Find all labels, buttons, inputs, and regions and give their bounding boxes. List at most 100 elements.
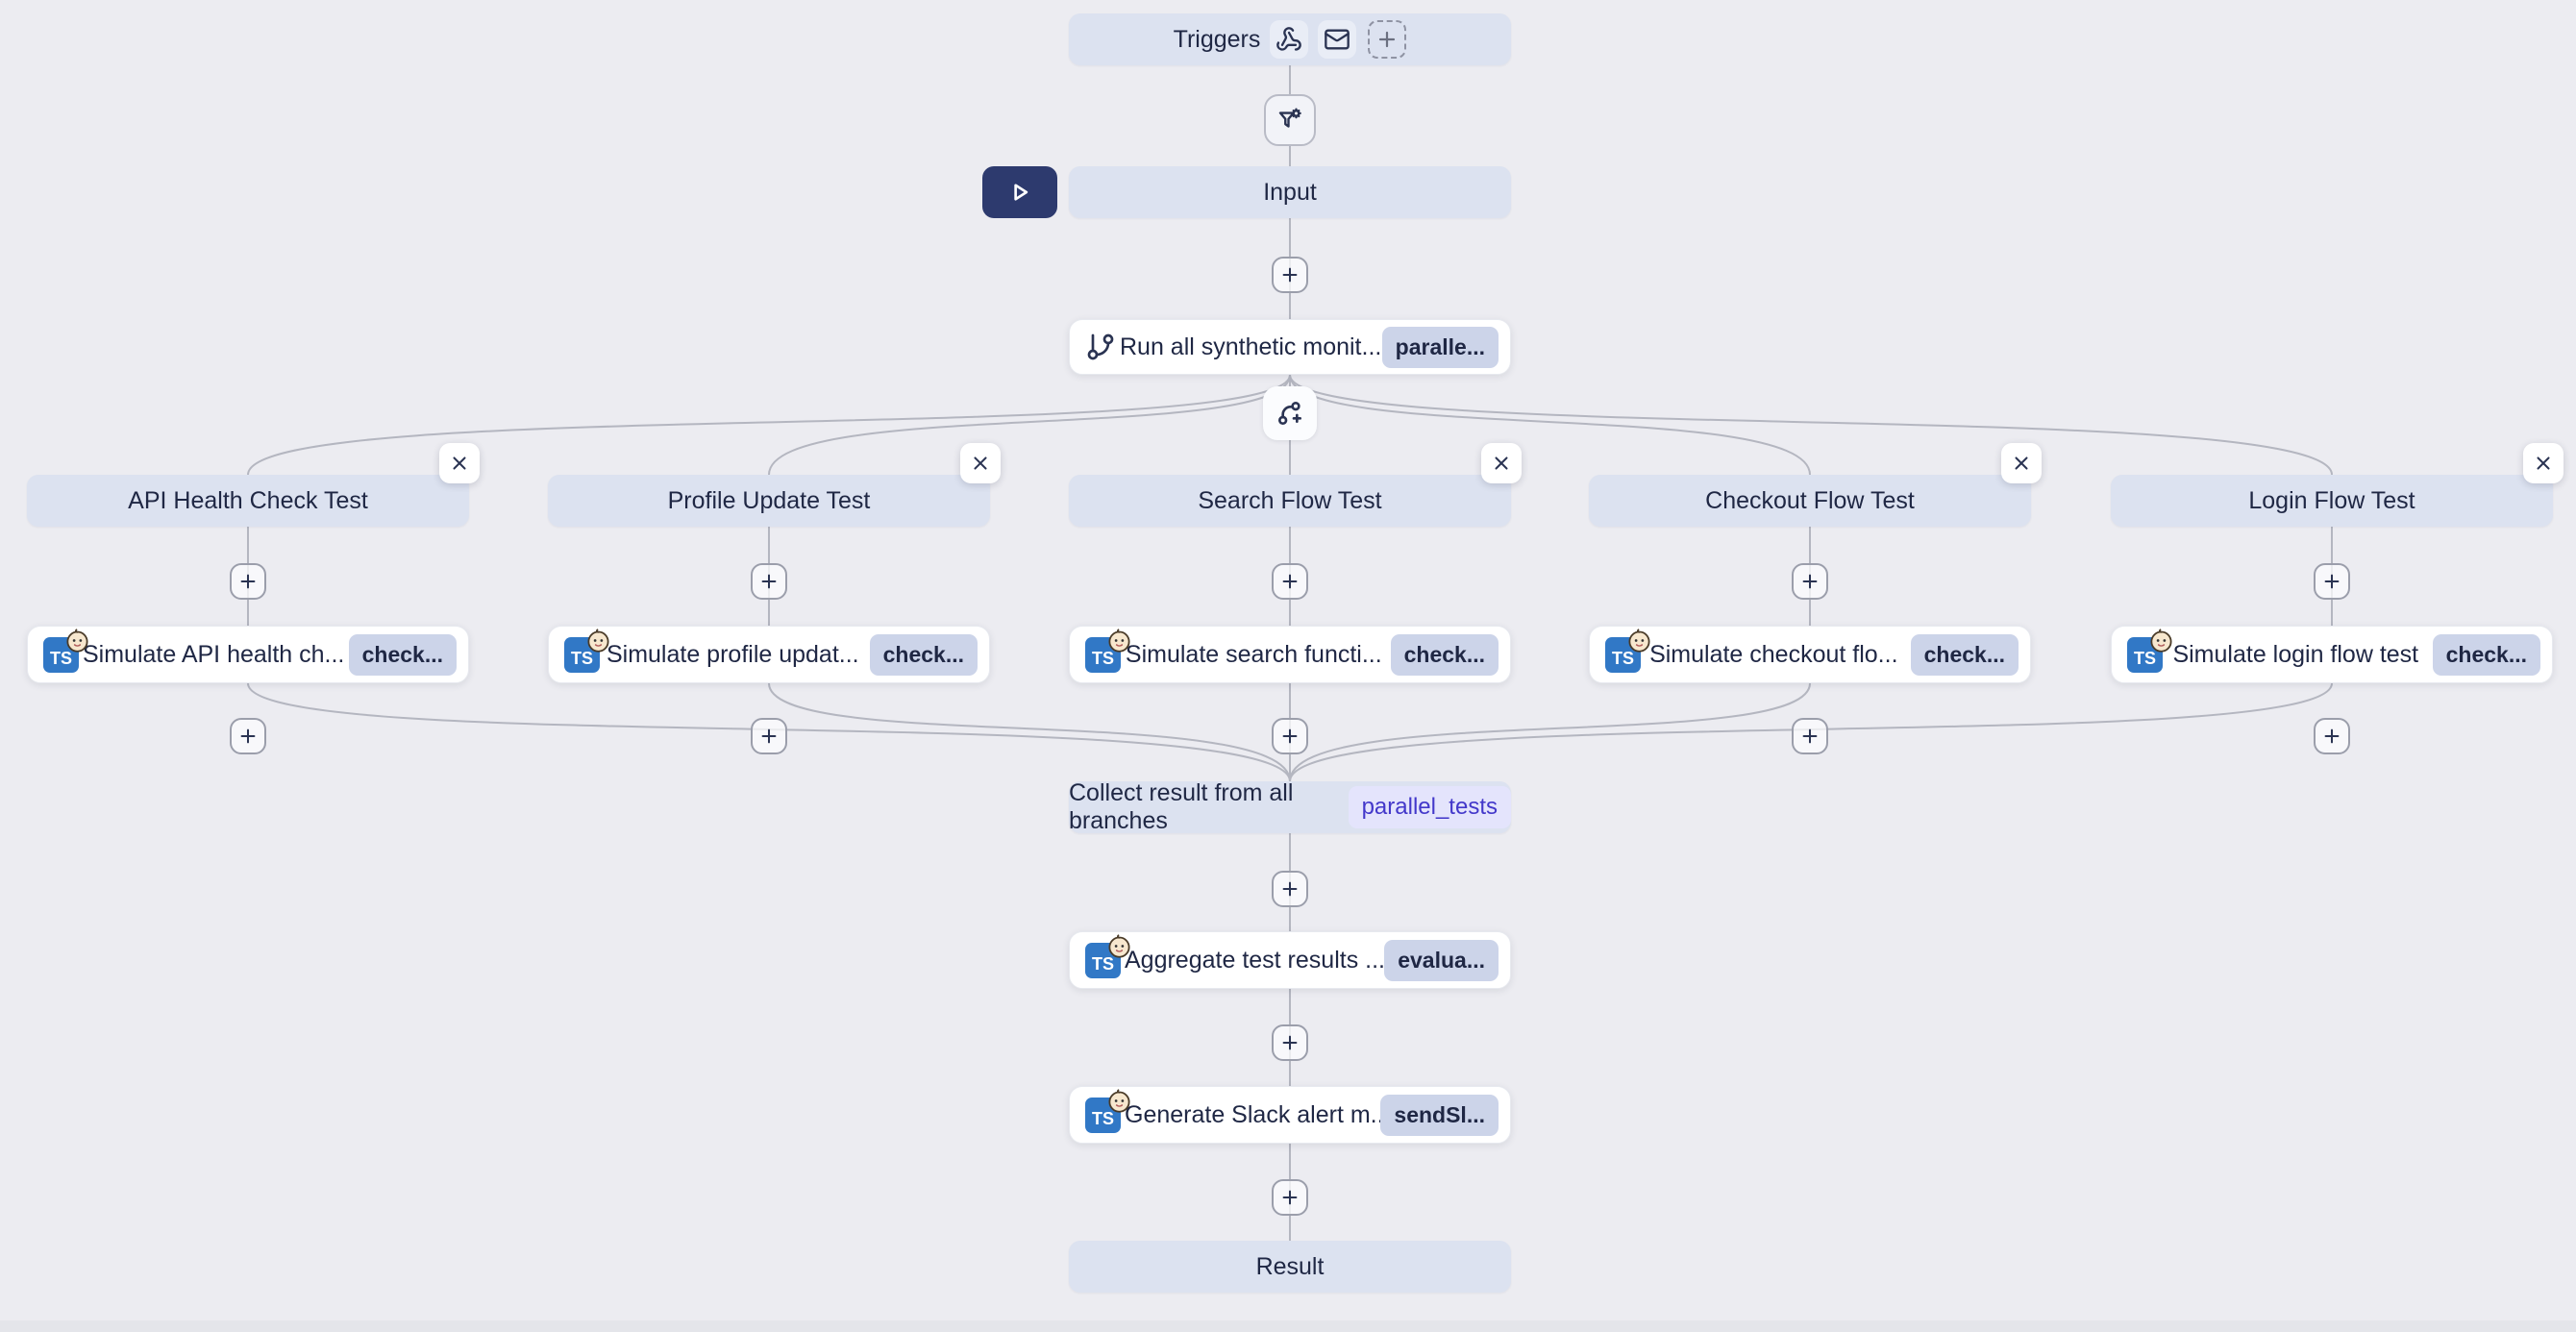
- add-step-button-before-result[interactable]: [1272, 1179, 1308, 1216]
- plus-icon: [2324, 728, 2340, 744]
- canvas-bottom-edge: [0, 1320, 2576, 1332]
- plus-icon: [2324, 574, 2340, 589]
- task-card-profile-update[interactable]: TS Simulate profile updat... check...: [548, 626, 990, 683]
- add-branch-button[interactable]: [1263, 386, 1317, 440]
- close-icon: [974, 456, 987, 470]
- ts-text: TS: [1091, 648, 1114, 668]
- task-badge: check...: [1390, 633, 1499, 676]
- add-step-button-after-aggregate[interactable]: [1272, 1024, 1308, 1061]
- run-workflow-button[interactable]: [982, 166, 1057, 218]
- task-label: Simulate checkout flo...: [1649, 640, 1898, 668]
- task-card-checkout-flow[interactable]: TS Simulate checkout flo... check...: [1589, 626, 2031, 683]
- typescript-icon: TS: [1085, 628, 1130, 673]
- branch-add-step-button-3[interactable]: [1272, 563, 1308, 600]
- branch-header-profile-update[interactable]: Profile Update Test: [548, 475, 990, 527]
- ts-text: TS: [570, 648, 593, 668]
- task-card-api-health[interactable]: TS Simulate API health ch... check...: [27, 626, 469, 683]
- branch-title: Search Flow Test: [1198, 486, 1382, 514]
- ts-text: TS: [1611, 648, 1634, 668]
- input-node[interactable]: Input: [1069, 166, 1511, 218]
- plus-icon: [1282, 574, 1298, 589]
- baby-icon: [1628, 628, 1650, 653]
- branch-add-step-below-5[interactable]: [2314, 718, 2350, 754]
- branch-add-step-button-1[interactable]: [230, 563, 266, 600]
- typescript-icon: TS: [2127, 628, 2172, 673]
- filter-settings-button[interactable]: [1264, 94, 1316, 146]
- plus-icon: [1282, 728, 1298, 744]
- branch-add-step-button-5[interactable]: [2314, 563, 2350, 600]
- collect-node[interactable]: Collect result from all branches paralle…: [1069, 779, 1511, 834]
- aggregate-step-label: Aggregate test results ...: [1125, 946, 1385, 974]
- aggregate-step-card[interactable]: TS Aggregate test results ... evalua...: [1069, 931, 1511, 989]
- run-step-card[interactable]: Run all synthetic monit... paralle...: [1069, 319, 1511, 375]
- ts-text: TS: [2133, 648, 2156, 668]
- add-trigger-button[interactable]: [1368, 20, 1407, 59]
- task-label: Simulate profile updat...: [606, 640, 859, 668]
- baby-icon: [1108, 628, 1130, 653]
- task-label: Simulate API health ch...: [83, 640, 345, 668]
- close-branch-button-3[interactable]: [1481, 443, 1522, 483]
- triggers-label: Triggers: [1173, 25, 1261, 53]
- close-icon: [1495, 456, 1508, 470]
- branch-add-step-below-2[interactable]: [751, 718, 787, 754]
- plus-icon: [761, 574, 777, 589]
- webhook-trigger-button[interactable]: [1270, 20, 1309, 59]
- task-badge: check...: [1910, 633, 2019, 676]
- branch-add-step-button-2[interactable]: [751, 563, 787, 600]
- result-node[interactable]: Result: [1069, 1241, 1511, 1293]
- task-card-login-flow[interactable]: TS Simulate login flow test check...: [2111, 626, 2553, 683]
- mail-icon: [1325, 29, 1350, 50]
- close-branch-button-2[interactable]: [960, 443, 1001, 483]
- branch-header-login-flow[interactable]: Login Flow Test: [2111, 475, 2553, 527]
- close-branch-button-5[interactable]: [2523, 443, 2564, 483]
- typescript-icon: TS: [564, 628, 609, 673]
- plus-icon: [240, 728, 256, 744]
- close-branch-button-4[interactable]: [2001, 443, 2042, 483]
- typescript-icon: TS: [1085, 933, 1130, 978]
- close-branch-button-1[interactable]: [439, 443, 480, 483]
- task-badge: check...: [2432, 633, 2540, 676]
- plus-icon: [1282, 1190, 1298, 1205]
- close-icon: [453, 456, 466, 470]
- baby-icon: [1108, 933, 1130, 958]
- add-trigger-plus-icon: [1379, 31, 1396, 48]
- plus-icon: [761, 728, 777, 744]
- play-icon: [1014, 184, 1028, 201]
- slack-step-card[interactable]: TS Generate Slack alert m... sendSl...: [1069, 1086, 1511, 1144]
- aggregate-step-badge: evalua...: [1384, 939, 1499, 981]
- branch-add-step-button-4[interactable]: [1792, 563, 1828, 600]
- close-icon: [2015, 456, 2028, 470]
- ts-text: TS: [1091, 953, 1114, 974]
- run-step-badge: paralle...: [1381, 326, 1499, 368]
- task-badge: check...: [869, 633, 978, 676]
- branch-title: API Health Check Test: [128, 486, 368, 514]
- add-step-button-after-collect[interactable]: [1272, 871, 1308, 907]
- collect-label: Collect result from all branches: [1069, 779, 1294, 834]
- branch-header-search-flow[interactable]: Search Flow Test: [1069, 475, 1511, 527]
- baby-icon: [587, 628, 609, 653]
- collect-badge: parallel_tests: [1348, 786, 1511, 828]
- ts-text: TS: [1091, 1108, 1114, 1128]
- slack-step-badge: sendSl...: [1380, 1094, 1499, 1136]
- triggers-node[interactable]: Triggers: [1069, 13, 1511, 65]
- branch-title: Checkout Flow Test: [1705, 486, 1915, 514]
- filter-gear-icon: [1278, 108, 1301, 128]
- webhook-icon: [1276, 27, 1302, 51]
- branch-add-step-below-1[interactable]: [230, 718, 266, 754]
- baby-icon: [1108, 1088, 1130, 1113]
- task-card-search-flow[interactable]: TS Simulate search functi... check...: [1069, 626, 1511, 683]
- run-step-label: Run all synthetic monit...: [1120, 333, 1382, 360]
- typescript-icon: TS: [1085, 1088, 1130, 1133]
- branch-add-step-below-4[interactable]: [1792, 718, 1828, 754]
- split-branch-plus-icon: [1278, 402, 1301, 425]
- task-badge: check...: [348, 633, 457, 676]
- branch-header-checkout-flow[interactable]: Checkout Flow Test: [1589, 475, 2031, 527]
- task-label: Simulate login flow test: [2172, 640, 2419, 668]
- typescript-icon: TS: [43, 628, 88, 673]
- input-label: Input: [1263, 178, 1317, 206]
- add-step-button-top[interactable]: [1272, 257, 1308, 293]
- branch-header-api-health[interactable]: API Health Check Test: [27, 475, 469, 527]
- branch-add-step-below-3[interactable]: [1272, 718, 1308, 754]
- email-trigger-button[interactable]: [1318, 20, 1357, 59]
